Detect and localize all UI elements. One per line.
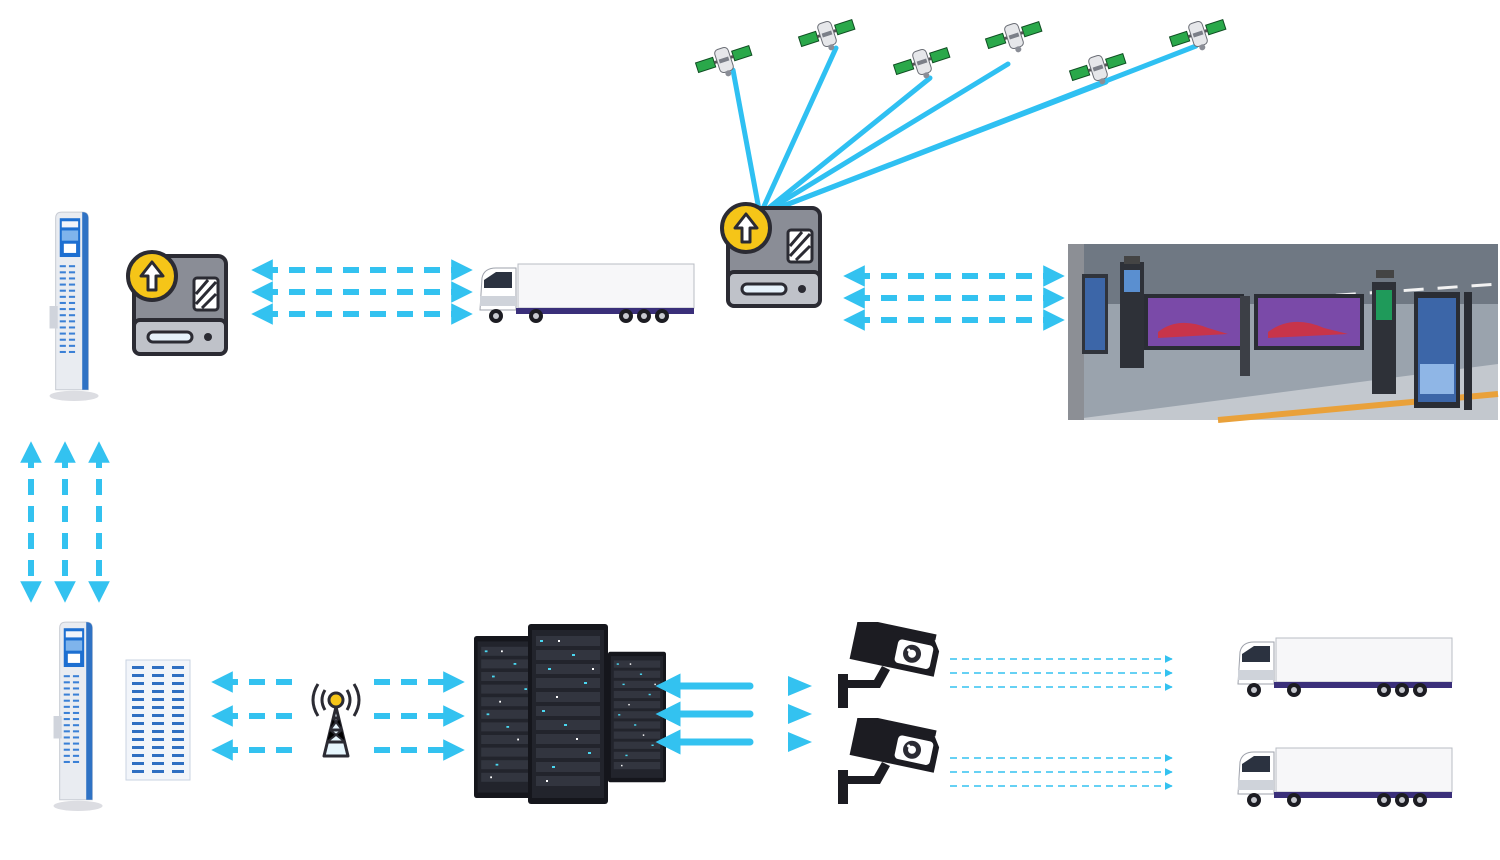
- truck-icon: [1234, 746, 1454, 810]
- gate-photo: [1068, 244, 1499, 423]
- charging-cabinet: [125, 659, 191, 781]
- antenna-icon: [311, 683, 361, 758]
- truck-icon: [1234, 636, 1454, 700]
